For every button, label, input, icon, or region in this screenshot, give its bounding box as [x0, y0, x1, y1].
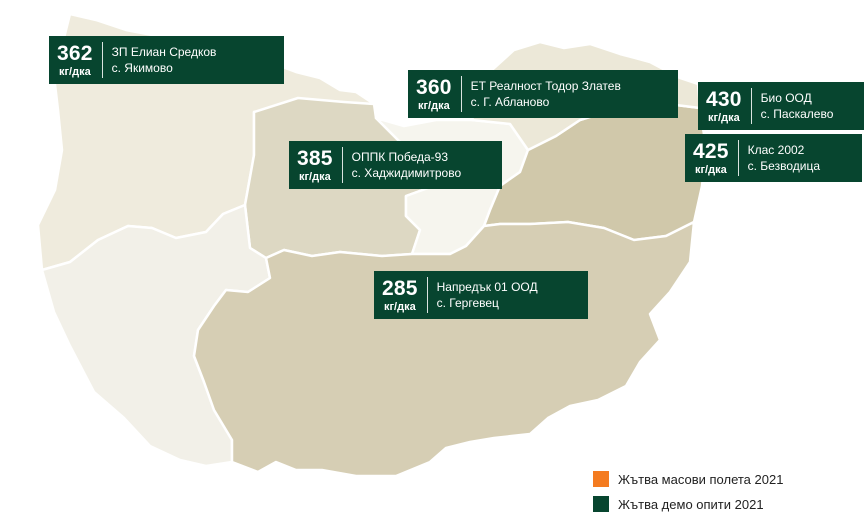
yield-unit: кг/дка: [58, 65, 91, 78]
yield-block: 285 кг/дка: [382, 277, 428, 313]
farm-info: Био ООД с. Паскалево: [761, 90, 834, 122]
yield-value: 430: [706, 87, 742, 111]
farm-company: Напредък 01 ООД: [436, 279, 538, 294]
yield-unit: кг/дка: [707, 111, 740, 124]
yield-unit: кг/дка: [298, 170, 331, 183]
yield-block: 360 кг/дка: [416, 76, 462, 112]
map-legend: Жътва масови полета 2021 Жътва демо опит…: [593, 468, 783, 513]
region-south: [192, 220, 696, 478]
yield-label-paskalevo: 430 кг/дка Био ООД с. Паскалево: [698, 82, 864, 130]
legend-item-mass-fields: Жътва масови полета 2021: [593, 468, 783, 490]
yield-block: 385 кг/дка: [297, 147, 343, 183]
farm-company: Био ООД: [760, 90, 812, 105]
legend-item-demo-trials: Жътва демо опити 2021: [593, 493, 783, 513]
yield-label-ablanovo: 360 кг/дка ЕТ Реалност Тодор Златев с. Г…: [408, 70, 678, 118]
yield-label-gergevets: 285 кг/дка Напредък 01 ООД с. Гергевец: [374, 271, 588, 319]
yield-block: 425 кг/дка: [693, 140, 739, 176]
farm-place: с. Хаджидимитрово: [351, 166, 462, 180]
legend-swatch-orange: [593, 471, 609, 487]
farm-info: ЗП Елиан Средков с. Якимово: [112, 44, 217, 76]
yield-label-yakimovo: 362 кг/дка ЗП Елиан Средков с. Якимово: [49, 36, 284, 84]
legend-label: Жътва масови полета 2021: [618, 471, 784, 487]
farm-company: ЕТ Реалност Тодор Златев: [470, 78, 621, 93]
farm-company: ОППК Победа-93: [351, 149, 449, 164]
legend-swatch-green: [593, 496, 609, 512]
yield-value: 385: [297, 146, 333, 170]
farm-info: Напредък 01 ООД с. Гергевец: [437, 279, 538, 311]
farm-place: с. Безводица: [747, 159, 820, 173]
farm-company: ЗП Елиан Средков: [111, 44, 217, 59]
yield-block: 430 кг/дка: [706, 88, 752, 124]
farm-place: с. Гергевец: [436, 296, 499, 310]
farm-place: с. Якимово: [111, 61, 173, 75]
yield-unit: кг/дка: [383, 300, 416, 313]
farm-place: с. Паскалево: [760, 107, 834, 121]
yield-block: 362 кг/дка: [57, 42, 103, 78]
yield-value: 425: [693, 139, 729, 163]
yield-value: 362: [57, 41, 93, 65]
farm-info: Клас 2002 с. Безводица: [748, 142, 820, 174]
farm-info: ОППК Победа-93 с. Хаджидимитрово: [352, 149, 462, 181]
yield-unit: кг/дка: [694, 163, 727, 176]
legend-label: Жътва демо опити 2021: [618, 496, 764, 512]
farm-company: Клас 2002: [747, 142, 805, 157]
yield-unit: кг/дка: [417, 99, 450, 112]
farm-place: с. Г. Абланово: [470, 95, 550, 109]
yield-value: 285: [382, 276, 418, 300]
yield-label-bezvoditsa: 425 кг/дка Клас 2002 с. Безводица: [685, 134, 862, 182]
farm-info: ЕТ Реалност Тодор Златев с. Г. Абланово: [471, 78, 621, 110]
yield-value: 360: [416, 75, 452, 99]
yield-label-hadzhidimitrovo: 385 кг/дка ОППК Победа-93 с. Хаджидимитр…: [289, 141, 502, 189]
